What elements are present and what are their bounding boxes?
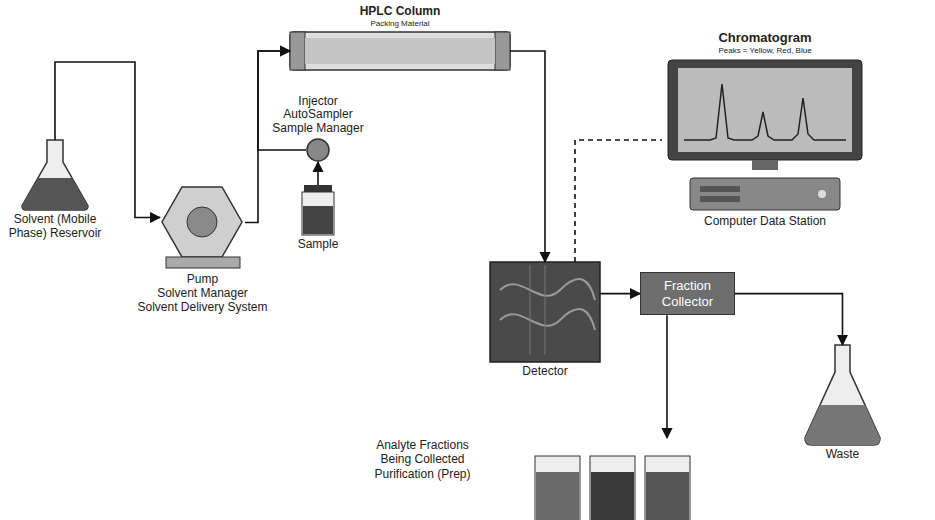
label-group: PumpSolvent ManagerSolvent Delivery Syst…: [128, 273, 278, 314]
column-end-fitting: [290, 32, 305, 70]
component-label: Fraction Collector: [649, 278, 726, 309]
hplc-column: HPLC ColumnPacking Material: [290, 30, 510, 72]
flow-line: [510, 51, 545, 262]
label-group: HPLC ColumnPacking Material: [315, 5, 485, 28]
chromatogram-monitor: ChromatogramPeaks = Yellow, Red, Blue: [662, 30, 868, 172]
monitor-stand: [752, 160, 778, 170]
component-label: Waste: [813, 448, 873, 462]
waste-flask-outline: [805, 345, 880, 445]
component-sublabel: Solvent Delivery System: [128, 301, 278, 315]
drive-slot: [700, 186, 740, 192]
component-label: Chromatogram: [662, 30, 868, 46]
fraction-tube: [645, 456, 690, 520]
pump: PumpSolvent ManagerSolvent Delivery Syst…: [160, 185, 245, 270]
signal-line: [575, 140, 662, 262]
analyte-fractions: Analyte Fractions Being Collected Purifi…: [360, 438, 700, 520]
vial-body: [302, 192, 334, 235]
fraction-liquid: [591, 472, 634, 520]
component-label: Analyte Fractions Being Collected Purifi…: [360, 438, 485, 481]
computer-case: [690, 178, 840, 210]
component-sublabel: Solvent Manager: [128, 287, 278, 301]
label-group: InjectorAutoSamplerSample Manager: [268, 95, 368, 136]
drive-slot: [700, 196, 740, 202]
fraction-tube: [590, 456, 635, 520]
component-label: Computer Data Station: [680, 215, 850, 229]
detector-pattern: [500, 309, 595, 330]
packing-material: [305, 38, 495, 64]
flow-line: [317, 162, 319, 185]
detector-pattern: [530, 265, 545, 355]
vial-cap: [304, 185, 332, 192]
label-group: Waste: [813, 448, 873, 462]
label-group: Detector: [495, 365, 595, 379]
component-label: Solvent (Mobile Phase) Reservoir: [7, 213, 103, 241]
fraction-collector-box: Fraction Collector: [640, 272, 735, 315]
monitor-screen: [678, 68, 852, 152]
fraction-liquid: [646, 472, 689, 520]
sample-vial: Sample: [302, 185, 334, 235]
component-sublabel: Packing Material: [315, 19, 485, 28]
label-group: Analyte Fractions Being Collected Purifi…: [360, 438, 485, 481]
injector-valve: [307, 139, 329, 161]
flow-line: [666, 315, 668, 438]
detector-pattern: [500, 279, 595, 300]
injector-valve: InjectorAutoSamplerSample Manager: [306, 138, 330, 162]
solvent-liquid: [22, 178, 88, 210]
flow-line: [600, 293, 640, 295]
component-sublabel: AutoSampler: [268, 108, 368, 122]
monitor-bezel: [668, 60, 862, 160]
component-sublabel: Sample Manager: [268, 122, 368, 136]
sample-liquid: [303, 206, 333, 234]
pump-body: [162, 187, 242, 257]
flow-line: [245, 51, 290, 223]
flow-line: [55, 62, 160, 218]
label-group: Sample: [288, 238, 348, 252]
column-tube: [290, 32, 510, 70]
pump-base: [166, 257, 240, 268]
component-label: Sample: [288, 238, 348, 252]
label-group: ChromatogramPeaks = Yellow, Red, Blue: [662, 30, 868, 55]
flask-outline: [22, 140, 88, 210]
label-group: Solvent (Mobile Phase) Reservoir: [7, 213, 103, 241]
waste-flask: Waste: [805, 345, 880, 445]
component-sublabel: Peaks = Yellow, Red, Blue: [662, 46, 868, 56]
column-end-fitting: [495, 32, 510, 70]
detector: Detector: [490, 262, 600, 362]
flow-line: [735, 294, 843, 345]
component-label: HPLC Column: [315, 5, 485, 19]
component-label: Injector: [268, 95, 368, 109]
detector-box: [490, 262, 600, 362]
waste-liquid: [805, 405, 880, 445]
pump-head: [187, 207, 217, 237]
chromatogram-trace: [684, 84, 846, 140]
label-group: Computer Data Station: [680, 215, 850, 229]
component-label: Detector: [495, 365, 595, 379]
power-button: [818, 190, 826, 198]
component-label: Pump: [128, 273, 278, 287]
fraction-tube: [535, 456, 580, 520]
fraction-liquid: [536, 472, 579, 520]
solvent-reservoir: Solvent (Mobile Phase) Reservoir: [20, 140, 90, 210]
computer-data-station: Computer Data Station: [690, 176, 840, 212]
